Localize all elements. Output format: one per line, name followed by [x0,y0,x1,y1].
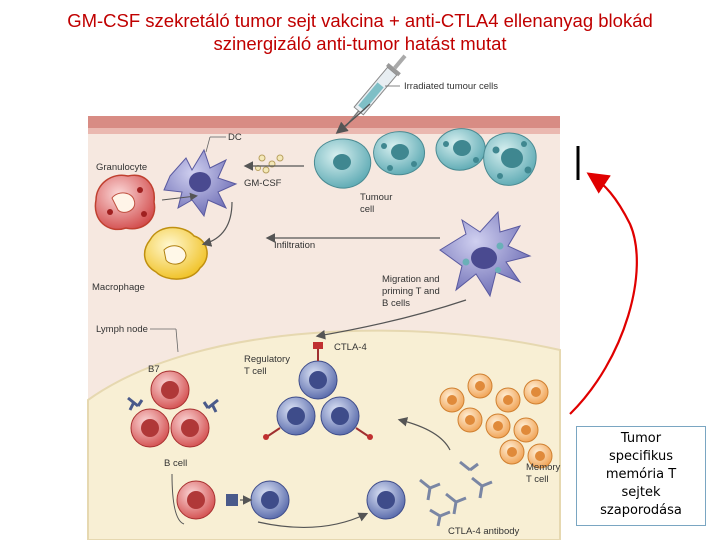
label-dc: DC [228,132,242,143]
label-b-cell: B cell [164,458,187,469]
label-tumour: Tumour [360,192,392,203]
label-infiltration: Infiltration [274,240,315,251]
label-memory: Memory [526,462,561,473]
syringe-icon [345,54,407,127]
label-lymph-node: Lymph node [96,324,148,335]
label-regulatory: Regulatory [244,354,290,365]
migrating-dendritic-cell [439,210,532,298]
note-line-1: Tumor [620,431,662,446]
label-migration-3: B cells [382,298,410,309]
label-b7: B7 [148,364,160,375]
regulatory-t-cell [298,342,338,400]
t-cell-cluster [263,396,373,440]
label-irradiated-tumour-cells: Irradiated tumour cells [404,81,498,92]
red-feedback-arrow [569,172,638,415]
note-line-2: specifikus [608,449,674,464]
note-line-3: memória T [605,467,677,482]
label-regulatory-t-cell: T cell [244,366,267,377]
dendritic-cell [163,148,238,218]
label-memory-t-cell: T cell [526,474,549,485]
label-migration-2: priming T and [382,286,440,297]
tumour-cells [313,128,537,189]
memory-t-cell-note: Tumor specifikus memória T sejtek szapor… [576,426,706,526]
label-cell: cell [360,204,374,215]
label-migration-1: Migration and [382,274,440,285]
label-ctla4: CTLA-4 [334,342,367,353]
note-line-5: szaporodása [600,503,682,518]
label-granulocyte: Granulocyte [96,162,147,173]
granulocyte [94,174,156,231]
label-gm-csf: GM-CSF [244,178,282,189]
title-line-2: szinergizáló anti-tumor hatást mutat [213,33,507,54]
ctla4-antibodies [419,460,493,527]
memory-t-cells [439,373,553,469]
b-cell-cluster [127,370,219,448]
cd28-ctla4-interaction [171,473,406,529]
gm-csf-particles [255,154,284,174]
label-macrophage: Macrophage [92,282,145,293]
label-ctla4-antibody: CTLA-4 antibody [448,526,520,537]
note-line-4: sejtek [621,485,661,500]
macrophage [143,226,208,280]
title-line-1: GM-CSF szekretáló tumor sejt vakcina + a… [67,10,653,31]
